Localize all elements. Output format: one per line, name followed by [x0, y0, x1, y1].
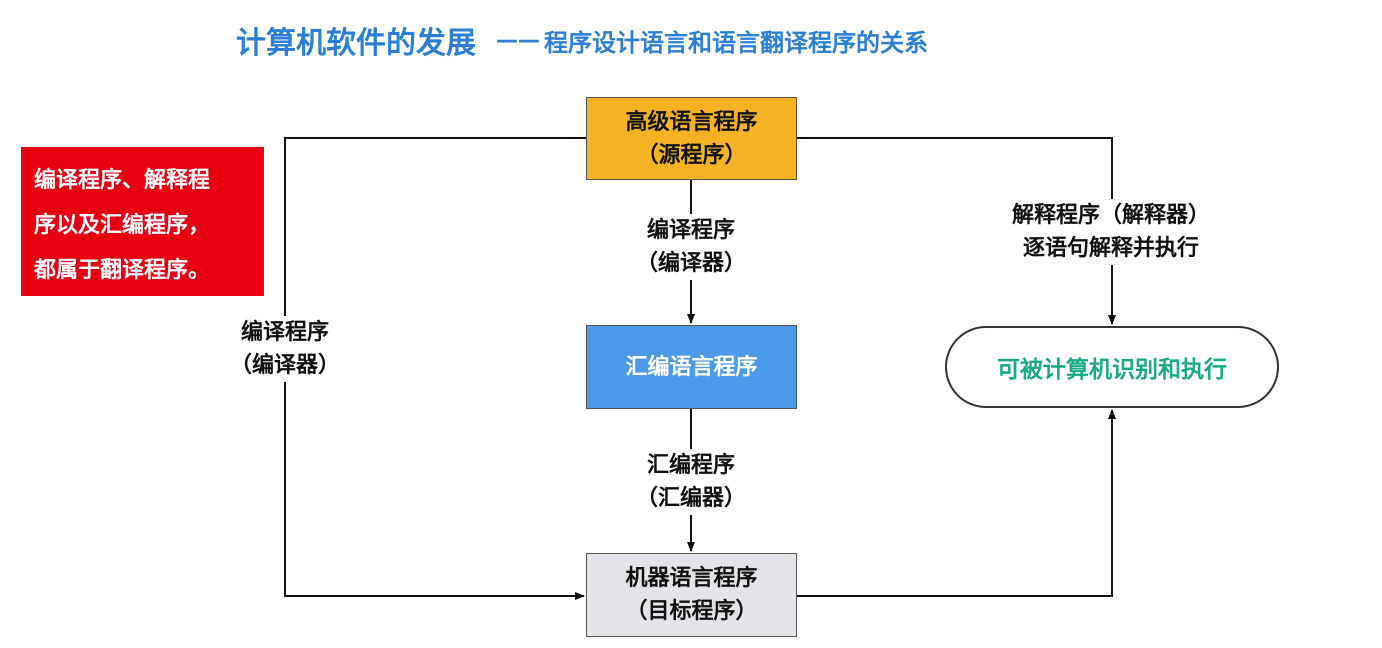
source-program-label: （源程序）	[636, 142, 747, 168]
compiler-label-center: 编译程序 （编译器）	[611, 214, 771, 280]
arrow-execute	[797, 409, 1116, 597]
title-main: 计算机软件的发展	[236, 26, 476, 61]
page-title: 计算机软件的发展 —— 程序设计语言和语言翻译程序的关系	[236, 20, 928, 61]
assembler-label-line2: （汇编器）	[635, 486, 746, 511]
interpreter-label: 解释程序（解释器） 逐语句解释并执行	[976, 199, 1246, 265]
assembler-label: 汇编程序 （汇编器）	[611, 449, 771, 515]
title-subtitle: 程序设计语言和语言翻译程序的关系	[544, 28, 928, 57]
compiler-label-left-line2: （编译器）	[229, 353, 340, 378]
executable-oval: 可被计算机识别和执行	[945, 326, 1279, 408]
executable-label: 可被计算机识别和执行	[997, 357, 1227, 383]
high-level-label: 高级语言程序	[625, 109, 758, 135]
compiler-label-center-line2: （编译器）	[635, 251, 746, 276]
note-line3: 都属于翻译程序。	[34, 258, 211, 283]
title-dash: ——	[496, 27, 540, 53]
assembler-label-line1: 汇编程序	[646, 453, 735, 478]
compiler-label-center-line1: 编译程序	[646, 218, 735, 243]
machine-label: 机器语言程序	[625, 566, 758, 591]
translator-note: 编译程序、解释程 序以及汇编程序， 都属于翻译程序。	[21, 147, 264, 296]
note-line2: 序以及汇编程序，	[34, 213, 211, 238]
machine-language-box: 机器语言程序 （目标程序）	[586, 553, 797, 637]
note-line1: 编译程序、解释程	[34, 168, 211, 193]
interpreter-label-line1: 解释程序（解释器）	[1011, 203, 1210, 228]
interpreter-label-line2: 逐语句解释并执行	[1022, 236, 1199, 261]
compiler-label-left-line1: 编译程序	[240, 320, 329, 345]
compiler-label-left: 编译程序 （编译器）	[214, 316, 356, 382]
object-program-label: （目标程序）	[625, 599, 758, 624]
assembly-language-box: 汇编语言程序	[586, 325, 797, 409]
assembly-label: 汇编语言程序	[625, 354, 758, 380]
high-level-language-box: 高级语言程序 （源程序）	[586, 97, 797, 180]
